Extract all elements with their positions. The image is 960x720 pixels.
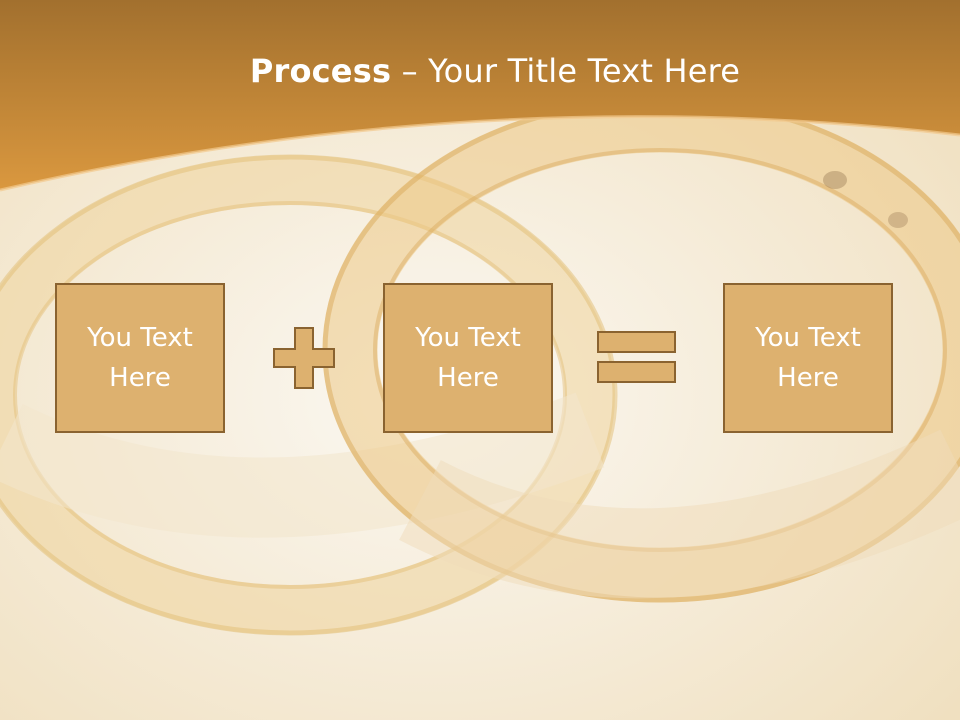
header-band — [0, 0, 960, 190]
left-ring-shape — [0, 154, 618, 636]
process-box-3-text: You Text Here — [755, 323, 861, 393]
slide-title: Process – Your Title Text Here — [0, 52, 960, 90]
plus-icon — [273, 327, 335, 389]
process-box-2[interactable]: You Text Here — [383, 283, 553, 433]
header-arc-highlight — [0, 115, 960, 192]
title-rest: – Your Title Text Here — [391, 52, 741, 90]
equals-icon — [597, 331, 676, 383]
process-box-3[interactable]: You Text Here — [723, 283, 893, 433]
process-box-1-text: You Text Here — [87, 323, 193, 393]
process-box-2-text: You Text Here — [415, 323, 521, 393]
title-bold: Process — [249, 52, 392, 90]
process-box-1[interactable]: You Text Here — [55, 283, 225, 433]
